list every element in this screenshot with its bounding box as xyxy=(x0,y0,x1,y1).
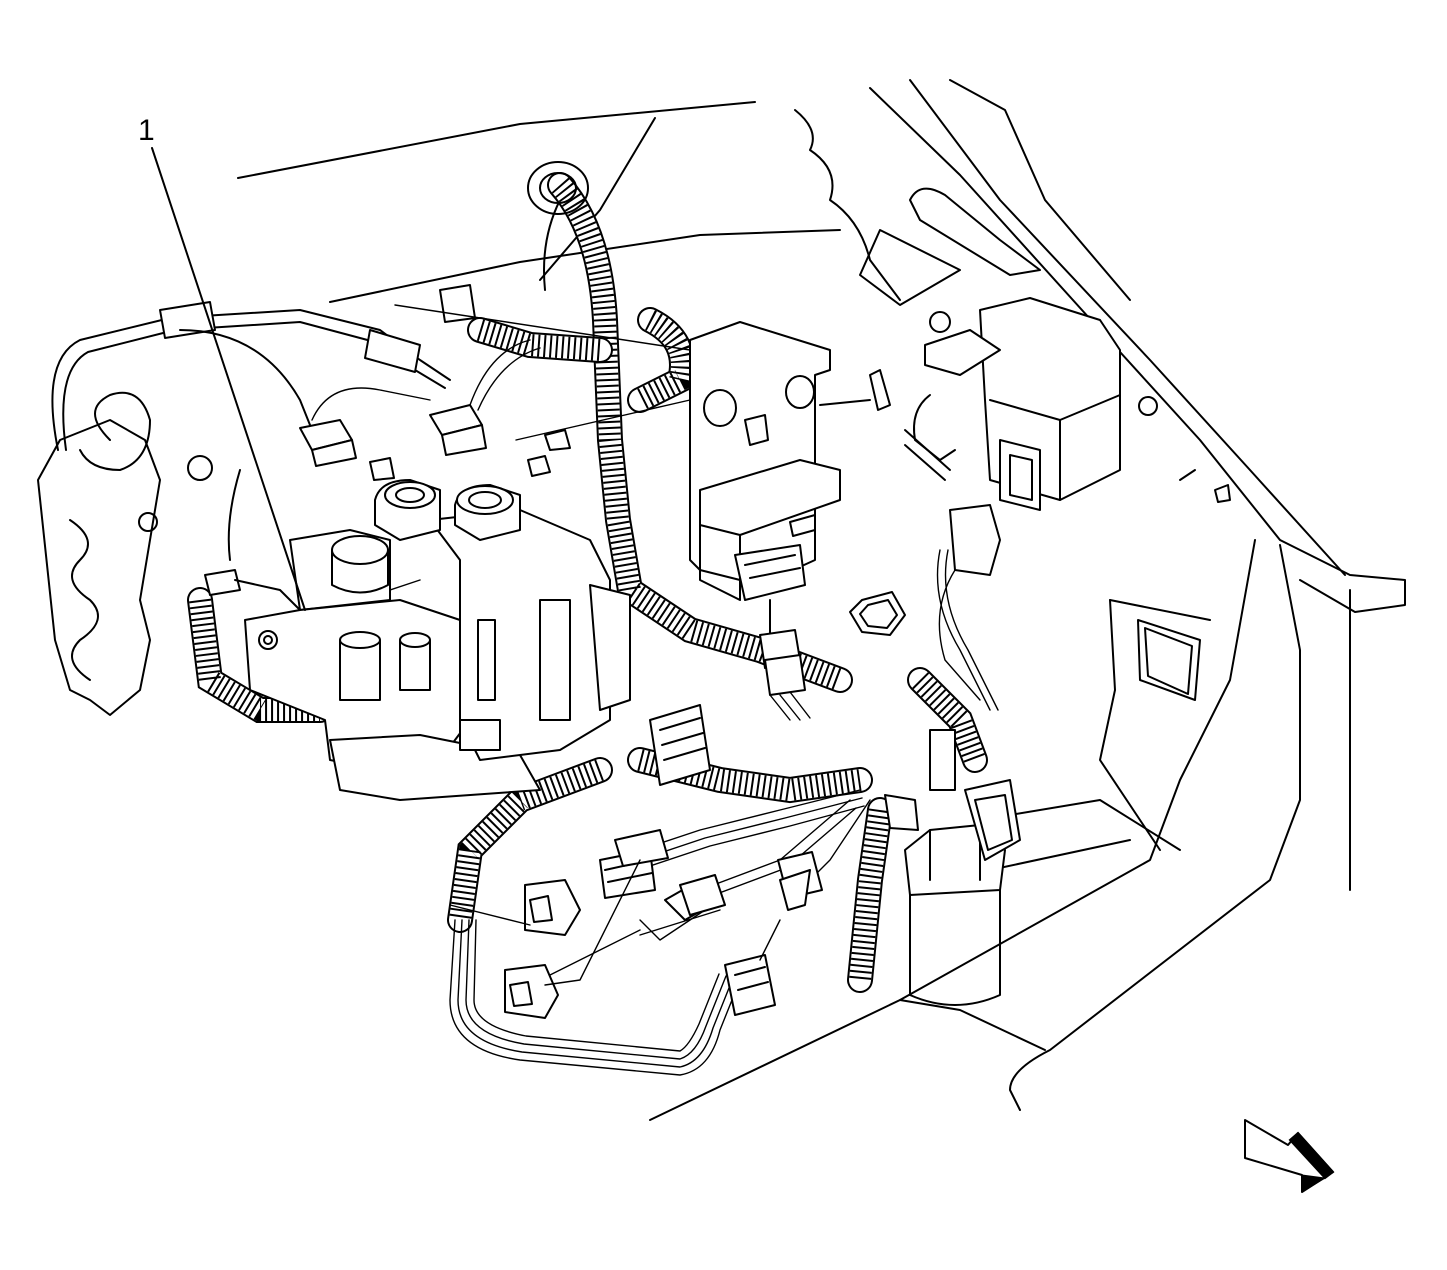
wire-bundle-loop xyxy=(299,549,999,1076)
connectors-lower xyxy=(204,569,823,1019)
brake-modulator-assembly xyxy=(244,479,631,801)
main-harness-conduit xyxy=(187,161,988,993)
brake-lines xyxy=(51,301,451,471)
control-module xyxy=(689,321,841,641)
body-outline xyxy=(227,79,1406,1121)
connectors-upper xyxy=(299,284,691,481)
left-bracket xyxy=(37,419,213,716)
reservoir-canister xyxy=(849,591,1021,1006)
right-module-box xyxy=(819,297,1158,701)
callout-1-label: 1 xyxy=(138,114,155,147)
forward-direction-arrow-icon xyxy=(1244,1119,1335,1193)
callout-1-leader xyxy=(151,147,306,611)
callout-1: 1 xyxy=(138,114,306,611)
